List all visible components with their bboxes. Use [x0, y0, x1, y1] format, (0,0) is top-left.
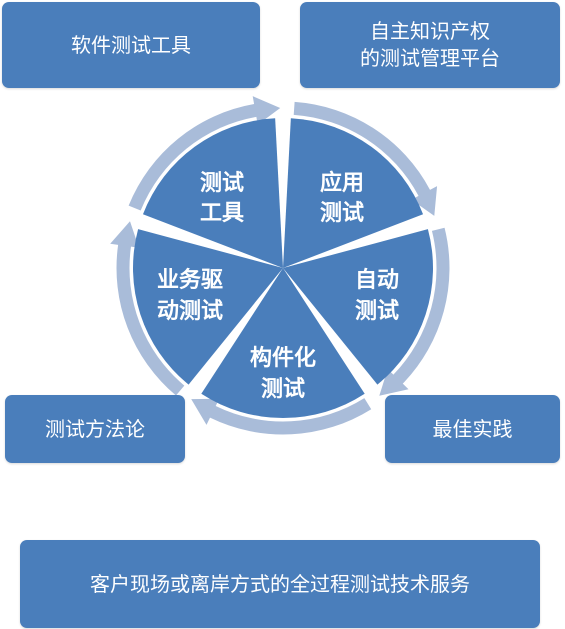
cycle-labels: 测试 工具 应用 测试 自动 测试 构件化 测试 业务驱 动测试	[157, 170, 399, 402]
segment-test-tools-line1: 测试	[200, 171, 244, 196]
box-test-methodology-label: 测试方法论	[45, 416, 145, 441]
segment-application-test-line1: 应用	[320, 170, 364, 196]
segment-automated-test	[283, 229, 434, 385]
box-software-test-tools: 软件测试工具	[2, 2, 260, 88]
box-full-process-testing-service-label: 客户现场或离岸方式的全过程测试技术服务	[90, 571, 470, 596]
box-software-test-tools-label: 软件测试工具	[71, 32, 191, 57]
cycle-arrow-5	[110, 221, 185, 396]
box-test-management-platform-line2: 的测试管理平台	[360, 46, 500, 70]
segment-application-test	[283, 118, 424, 268]
cycle-arrow-4	[191, 398, 372, 435]
segment-automated-test-line2: 测试	[355, 299, 399, 324]
segment-test-tools-line2: 工具	[200, 201, 244, 226]
box-test-management-platform-line1: 自主知识产权	[370, 19, 490, 43]
box-test-methodology: 测试方法论	[5, 395, 185, 463]
box-test-management-platform: 自主知识产权 的测试管理平台	[300, 2, 560, 88]
segment-business-driven-test	[133, 229, 283, 385]
cycle-segments	[133, 118, 434, 419]
box-test-management-platform-text: 自主知识产权 的测试管理平台	[360, 18, 500, 72]
segment-component-test	[201, 268, 365, 419]
segment-application-test-line2: 测试	[320, 201, 364, 226]
segment-component-test-line1: 构件化	[250, 345, 316, 371]
cycle-arrow-3	[379, 227, 450, 396]
cycle-arrow-1	[128, 96, 281, 211]
segment-business-driven-test-line1: 业务驱	[157, 268, 223, 293]
segment-business-driven-test-line2: 动测试	[157, 299, 223, 324]
segment-component-test-line2: 测试	[261, 377, 305, 402]
box-full-process-testing-service: 客户现场或离岸方式的全过程测试技术服务	[20, 540, 540, 628]
box-best-practice: 最佳实践	[385, 395, 560, 463]
segment-test-tools	[142, 118, 283, 268]
box-best-practice-label: 最佳实践	[432, 416, 513, 441]
segment-automated-test-line1: 自动	[355, 267, 399, 293]
cycle-arrow-ring	[110, 96, 450, 435]
cycle-arrow-2	[293, 101, 438, 216]
